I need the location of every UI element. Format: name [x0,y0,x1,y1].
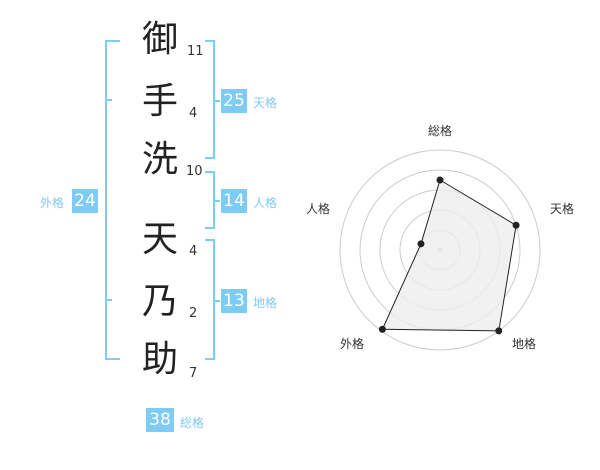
chikaku-value-badge: 13 [221,289,247,313]
stroke-count-2: 4 [189,106,198,121]
stroke-count-5: 2 [189,306,198,321]
radar-label-chikaku: 地格 [511,337,536,351]
tenkaku-bracket [205,40,215,159]
radar-label-jinkaku: 人格 [305,202,330,216]
stroke-count-1: 11 [187,44,204,59]
radar-polygon [381,179,517,332]
soukaku-label: 総格 [180,416,205,430]
soukaku-value-badge: 38 [146,408,174,432]
kanji-char-5: 乃 [141,281,178,322]
radar-dots [378,176,520,335]
stroke-count-6: 7 [189,366,198,381]
radar-point-chikaku [495,327,503,335]
kanji-char-4: 天 [141,219,178,260]
tenkaku-label: 天格 [253,96,278,110]
kanji-char-2: 手 [141,81,178,122]
stroke-count-4: 4 [189,244,198,259]
chikaku-bracket [205,239,215,360]
chikaku-label: 地格 [253,296,278,310]
radar-point-tenkaku [512,221,520,229]
radar-point-jinkaku [417,240,425,248]
radar-point-gaikaku [378,325,386,333]
radar-ring-5 [339,149,541,351]
jinkaku-label: 人格 [253,196,278,210]
kanji-char-1: 御 [141,19,178,60]
jinkaku-value-badge: 14 [221,189,247,213]
radar-label-soukaku: 総格 [427,124,452,138]
radar-label-gaikaku: 外格 [339,337,364,351]
gaikaku-bracket [105,40,120,360]
gaikaku-label: 外格 [40,196,65,210]
kanji-char-3: 洗 [141,139,178,180]
gaikaku-value-badge: 24 [72,189,98,213]
radar-label-tenkaku: 天格 [549,202,574,216]
bracket-group [105,40,220,360]
kanji-char-6: 助 [141,339,178,380]
stroke-count-3: 10 [186,164,203,179]
tenkaku-value-badge: 25 [221,89,247,113]
radar-point-soukaku [436,176,444,184]
